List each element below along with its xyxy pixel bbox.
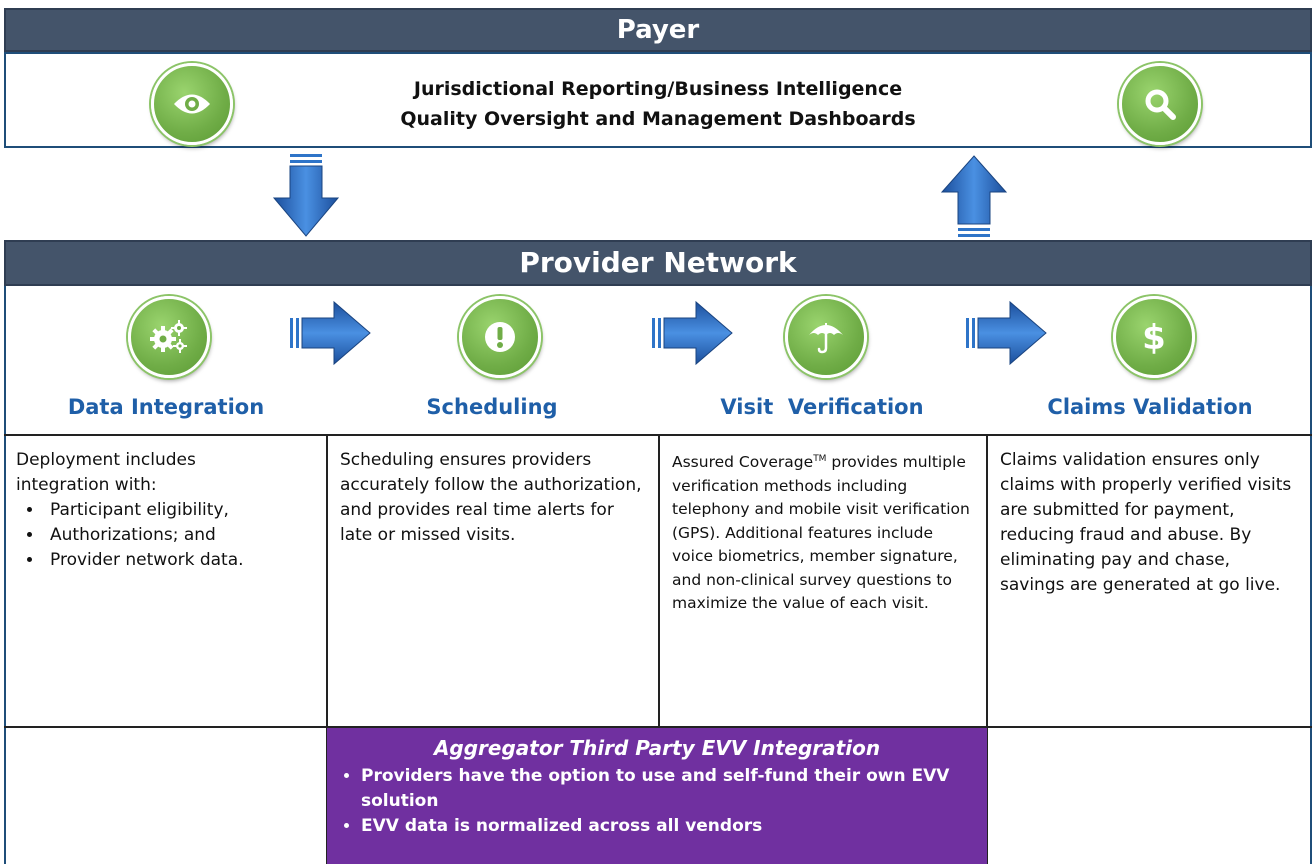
list-item: EVV data is normalized across all vendor… [361,814,973,839]
aggregator-title: Aggregator Third Party EVV Integration [433,736,881,760]
step-title-data-integration: Data Integration [67,395,265,419]
col-divider-2 [658,434,660,728]
svg-text:$: $ [1142,318,1166,357]
claims-validation-description: Claims validation ensures only claims wi… [1000,450,1292,595]
list-item: Provider network data. [44,548,316,573]
umbrella-icon [785,296,867,378]
visit-verification-description: Assured CoverageTM provides multiple ver… [662,440,984,624]
right-arrow-icon-3 [966,300,1047,366]
trademark-mark: TM [813,454,827,464]
list-item: Providers have the option to use and sel… [361,764,973,814]
down-arrow-icon [272,154,340,237]
dollar-icon: $ [1113,296,1195,378]
payer-header-label: Payer [616,15,700,45]
payer-line-2: Quality Oversight and Management Dashboa… [400,108,916,130]
scheduling-description: Scheduling ensures providers accurately … [340,450,642,545]
step-title-scheduling: Scheduling [426,395,558,419]
list-item: Participant eligibility, [44,498,316,523]
step-title-claims-validation: Claims Validation [1047,395,1253,419]
right-arrow-icon-2 [652,300,733,366]
data-integration-intro-2: integration with: [16,475,157,495]
assured-coverage-brand: Assured Coverage [672,453,814,472]
visit-verification-text: provides multiple verification methods i… [672,453,970,613]
data-integration-intro-1: Deployment includes [16,450,196,470]
up-arrow-icon [940,155,1008,237]
provider-network-header: Provider Network [4,240,1312,286]
provider-network-header-label: Provider Network [519,246,797,279]
data-integration-description: Deployment includes integration with: Pa… [6,440,326,581]
aggregator-bullets: Providers have the option to use and sel… [341,764,973,839]
exclamation-icon [459,296,541,378]
step-title-visit-verification: Visit Verification [720,395,924,419]
search-icon [1119,63,1201,145]
payer-description: Jurisdictional Reporting/Business Intell… [6,74,1310,134]
eye-icon [151,63,233,145]
gears-icon [128,296,210,378]
list-item: Authorizations; and [44,523,316,548]
payer-header: Payer [4,8,1312,52]
payer-line-1: Jurisdictional Reporting/Business Intell… [413,78,903,100]
data-integration-bullets: Participant eligibility, Authorizations;… [16,498,316,573]
frame-left [4,286,6,864]
right-arrow-icon-1 [290,300,371,366]
frame-right [1310,286,1312,864]
payer-box: Jurisdictional Reporting/Business Intell… [4,52,1312,148]
col-divider-1 [326,434,328,864]
col-divider-3 [986,434,988,864]
aggregator-box: Aggregator Third Party EVV Integration P… [327,728,987,864]
